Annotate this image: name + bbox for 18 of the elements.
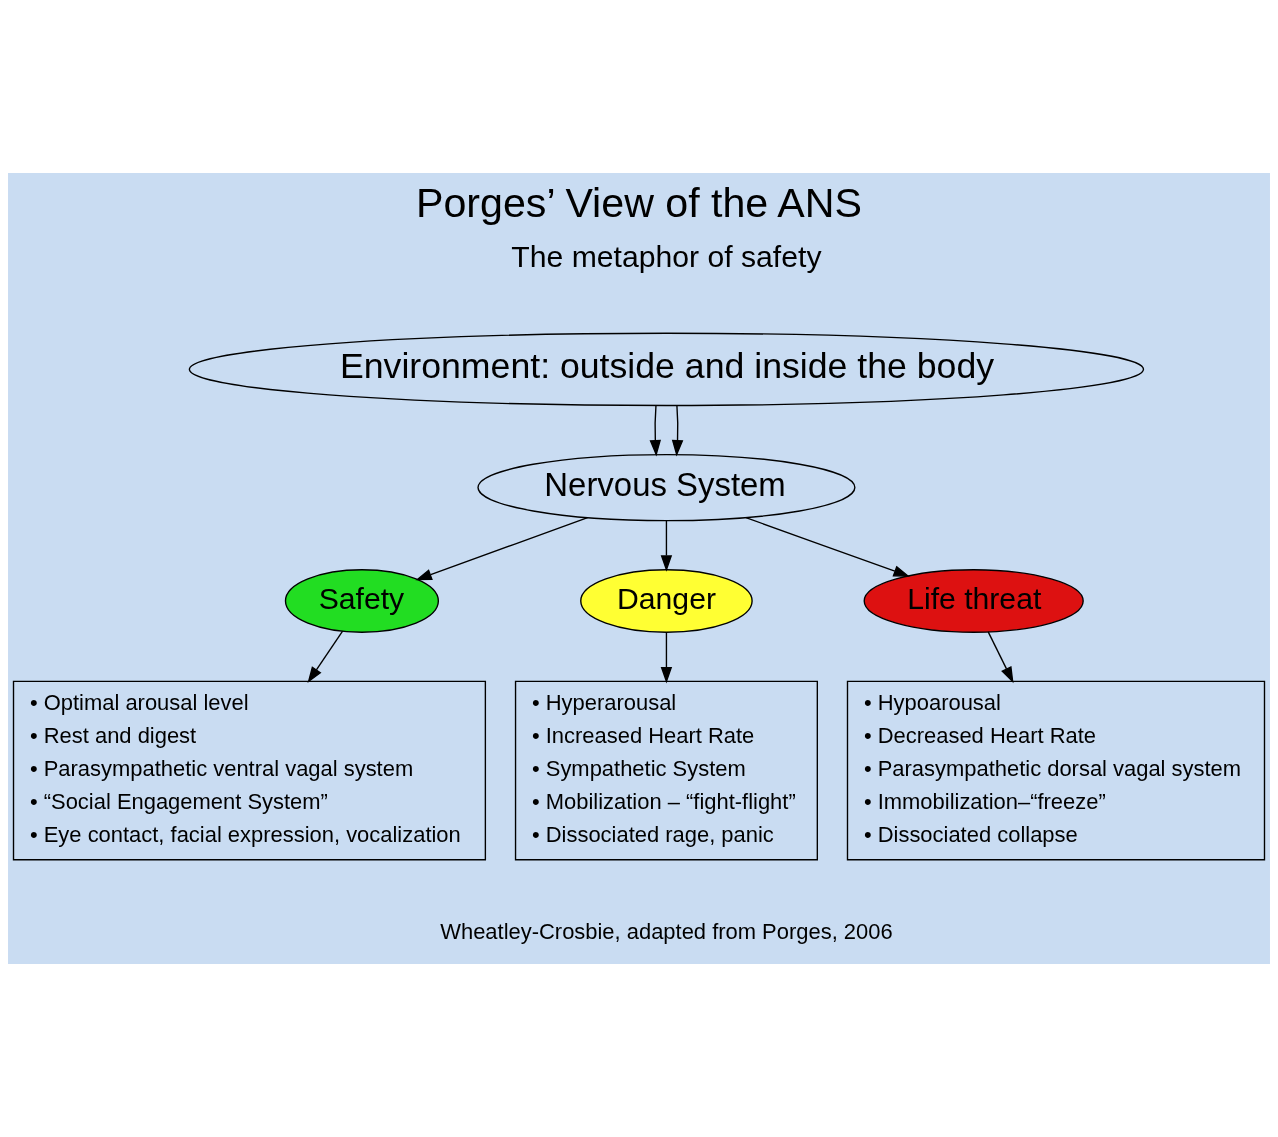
caption: Wheatley-Crosbie, adapted from Porges, 2006 xyxy=(440,919,893,945)
node-box: • Hyperarousal • Increased Heart Rate • Sympathetic System • Mobilization – “fight-flight” • Dissociated rage, panic xyxy=(514,680,818,861)
diagram-title: Porges’ View of the ANS xyxy=(416,179,862,226)
arrow xyxy=(745,516,910,577)
arrow xyxy=(671,404,684,457)
node-ellipse: Environment: outside and inside the body xyxy=(188,332,1145,407)
node-box: • Hypoarousal • Decreased Heart Rate • Parasympathetic dorsal vagal system • Immobilization–“freeze” • Dissociated collapse xyxy=(846,680,1266,861)
node-ellipse: Danger xyxy=(580,569,753,633)
label: The metaphor of safety xyxy=(511,240,822,274)
arrow xyxy=(307,630,344,684)
arrow xyxy=(660,520,673,572)
node-ellipse: Nervous System xyxy=(477,453,856,522)
arrow xyxy=(415,516,589,581)
arrow xyxy=(987,631,1014,684)
node-box: • Optimal arousal level • Rest and digest • Parasympathetic ventral vagal system • “Social Engagement System” • Eye contact, facial expression, vocalization xyxy=(12,680,487,861)
arrow xyxy=(649,404,662,457)
arrow xyxy=(660,631,673,684)
node-ellipse: Life threat xyxy=(863,569,1084,633)
